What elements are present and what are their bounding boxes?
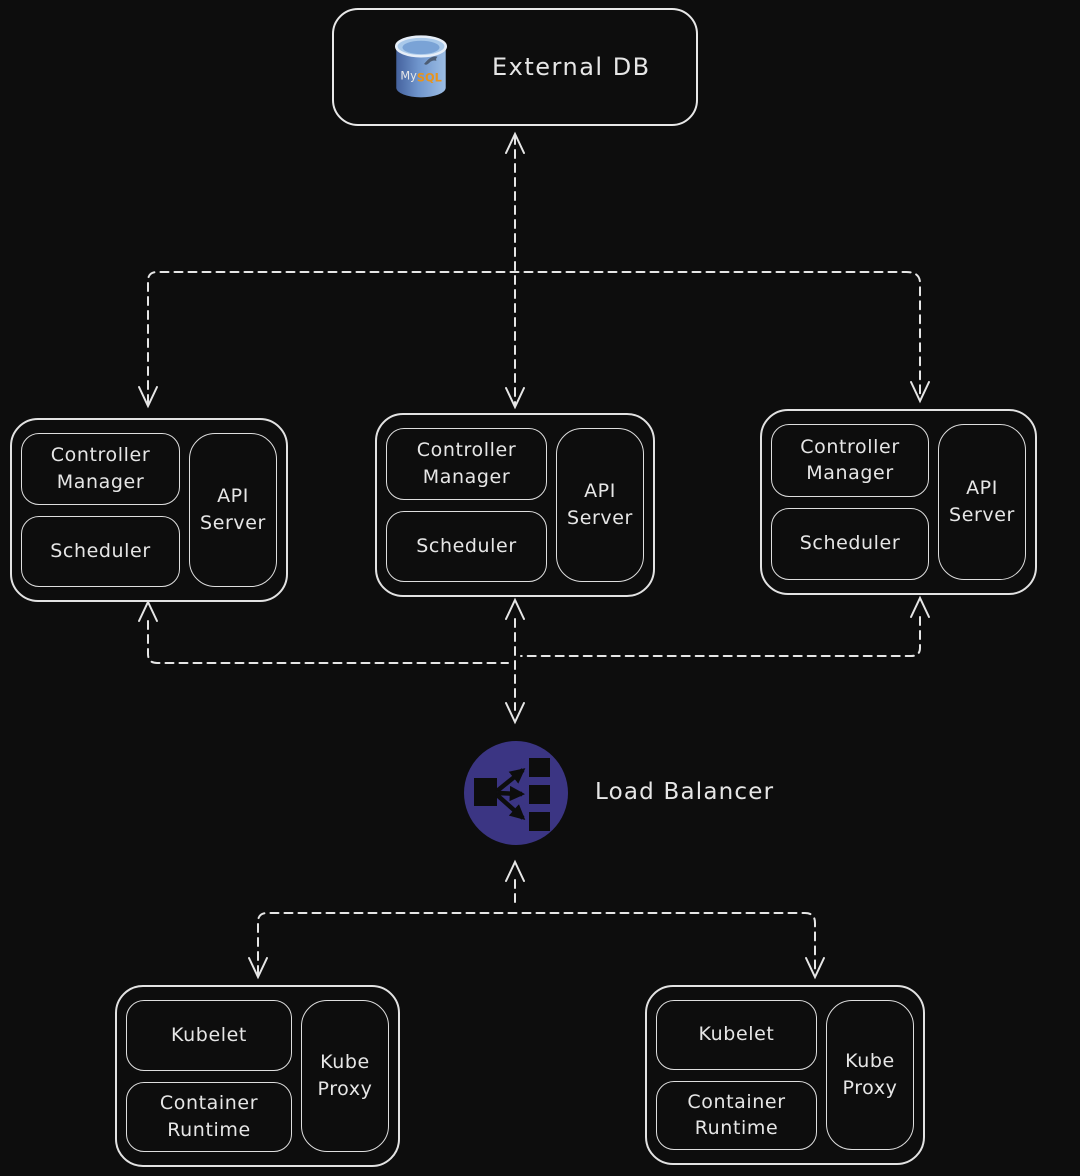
kubelet-box: Kubelet [126, 1000, 292, 1071]
load-balancer-icon [464, 741, 568, 845]
external-db-node: My SQL External DB [332, 8, 698, 126]
container-runtime-box: Container Runtime [656, 1080, 817, 1150]
control-plane-node-1: Controller Manager Scheduler API Server [10, 418, 288, 602]
api-server-box: API Server [189, 433, 277, 587]
worker-node-1: Kubelet Container Runtime Kube Proxy [115, 985, 400, 1167]
scheduler-box: Scheduler [21, 515, 180, 587]
kubelet-box: Kubelet [656, 1000, 817, 1070]
controller-manager-box: Controller Manager [771, 424, 929, 497]
load-balancer-label: Load Balancer [595, 779, 775, 805]
api-server-box: API Server [556, 428, 644, 582]
worker-node-2: Kubelet Container Runtime Kube Proxy [645, 985, 925, 1165]
container-runtime-box: Container Runtime [126, 1081, 292, 1152]
scheduler-box: Scheduler [771, 507, 929, 580]
mysql-icon-text-sql: SQL [417, 70, 442, 84]
api-server-box: API Server [938, 424, 1026, 580]
dolphin-glyph [424, 56, 438, 65]
load-balancer-node [464, 741, 568, 845]
scheduler-box: Scheduler [386, 510, 547, 582]
mysql-icon-text-my: My [400, 68, 417, 82]
mysql-database-icon: My SQL [394, 35, 448, 98]
control-plane-node-2: Controller Manager Scheduler API Server [375, 413, 655, 597]
external-db-label: External DB [492, 53, 651, 81]
controller-manager-box: Controller Manager [21, 433, 180, 505]
kube-proxy-box: Kube Proxy [826, 1000, 914, 1150]
control-plane-node-3: Controller Manager Scheduler API Server [760, 409, 1037, 595]
kube-proxy-box: Kube Proxy [301, 1000, 389, 1152]
controller-manager-box: Controller Manager [386, 428, 547, 500]
